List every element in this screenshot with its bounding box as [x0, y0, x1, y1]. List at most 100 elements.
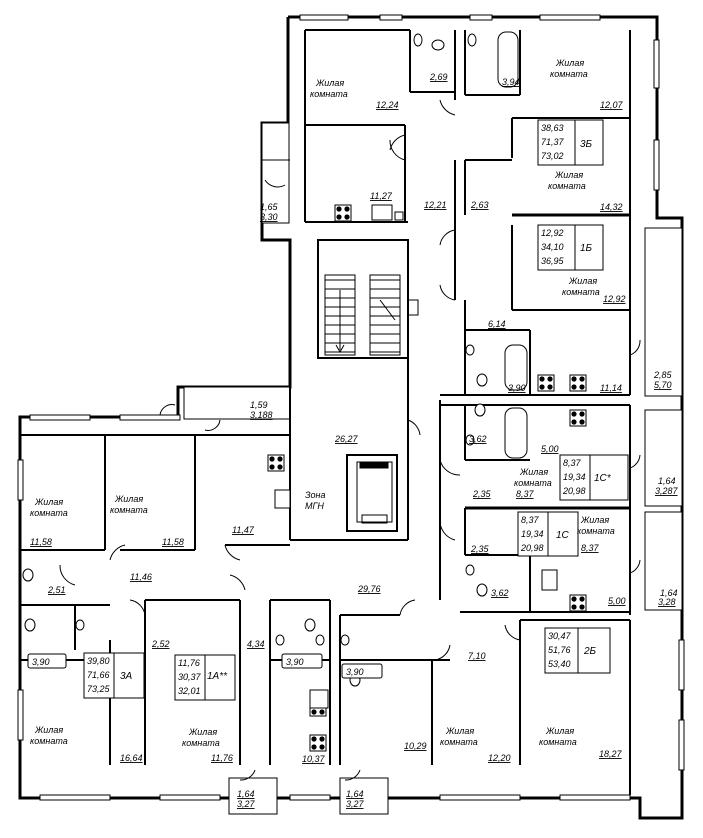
area-balcony: 3,27 — [346, 799, 365, 809]
area-balcony: 1,64 — [237, 789, 255, 799]
apartment-1c-star-box: 8,37 19,34 20,98 1С* — [559, 454, 629, 501]
apt-2b-line2: 51,76 — [548, 645, 571, 655]
stove-icon — [569, 409, 587, 427]
room-area: 12,24 — [376, 100, 399, 110]
apt-2b-line3: 53,40 — [548, 659, 571, 669]
exterior-walls — [17, 14, 685, 820]
apt-3a-code: 3А — [120, 671, 133, 682]
apt-1c-star-line3: 20,98 — [562, 486, 586, 496]
apt-1b-line1: 12,92 — [541, 228, 564, 238]
room-area: 16,64 — [120, 753, 143, 763]
apt-1c-star-code: 1С* — [594, 473, 612, 484]
area-kitchen: 5,00 — [541, 444, 559, 454]
apartment-3b-box: 38,63 71,37 73,02 3Б — [537, 119, 604, 166]
area-labels: 2,69 3,94 11,27 12,21 2,63 1,65 3,30 6,1… — [47, 72, 679, 809]
room-area: 10,29 — [404, 741, 427, 751]
apartment-1c-box: 8,37 19,34 20,98 1С — [517, 511, 579, 557]
area-hall: 3,62 — [469, 434, 487, 444]
apartment-boxes: 38,63 71,37 73,02 3Б 12,92 34,10 36,95 1… — [83, 119, 629, 701]
stove-icon — [569, 374, 587, 392]
fixtures — [22, 31, 587, 752]
area-balcony: 1,64 — [660, 588, 678, 598]
area-balcony: 1,59 — [250, 400, 268, 410]
area-balcony: 3,287 — [655, 486, 679, 496]
apt-1a-line1: 11,76 — [178, 658, 200, 668]
apt-1a-code: 1А** — [207, 671, 228, 682]
area-kitchen: 10,37 — [302, 754, 326, 764]
stove-icon — [309, 734, 327, 752]
area-bath: 3,94 — [502, 77, 520, 87]
apt-2b-code: 2Б — [583, 646, 597, 657]
area-kitchen: 11,47 — [232, 525, 255, 535]
room-area: 12,07 — [600, 100, 624, 110]
elevator — [356, 461, 393, 524]
stove-icon — [537, 374, 555, 392]
room-areas: 12,24 12,07 14,32 12,92 11,58 11,58 8,37… — [30, 100, 626, 763]
room-area: 18,27 — [599, 749, 623, 759]
apt-1b-code: 1Б — [580, 243, 593, 254]
area-balcony: 1,64 — [658, 476, 676, 486]
area-balcony: 3,28 — [658, 597, 676, 607]
apt-3a-line3: 73,25 — [87, 684, 111, 694]
area-bath-3-90d: 3,90 — [346, 667, 364, 677]
apartment-3a-box: 39,80 71,66 73,25 3А — [83, 652, 145, 699]
apt-1b-line2: 34,10 — [541, 242, 564, 252]
apt-1c-line1: 8,37 — [521, 515, 540, 525]
area-balcony: 3,188 — [250, 410, 273, 420]
staircase — [324, 274, 401, 356]
area-bath-3-90b: 3,90 — [32, 657, 50, 667]
stove-icon — [569, 594, 587, 612]
apt-1c-star-line1: 8,37 — [563, 458, 582, 468]
area-bath: 2,51 — [47, 585, 66, 595]
area-bath-3-90c: 3,90 — [286, 657, 304, 667]
apt-3b-line1: 38,63 — [541, 123, 564, 133]
apartment-1a-box: 11,76 30,37 32,01 1А** — [174, 654, 236, 701]
apt-3b-line3: 73,02 — [541, 151, 564, 161]
room-area: 8,37 — [581, 543, 600, 553]
area-balcony: 1,64 — [346, 789, 364, 799]
apt-1c-line2: 19,34 — [521, 529, 544, 539]
apt-1c-code: 1С — [556, 530, 570, 541]
apt-3b-line2: 71,37 — [541, 137, 565, 147]
area-balcony: 1,65 — [260, 202, 279, 212]
area-bath: 3,62 — [491, 588, 509, 598]
boxed-area-labels: 3,90 3,90 3,90 — [27, 653, 383, 679]
room-area: 8,37 — [516, 489, 535, 499]
area-hall: 2,52 — [151, 639, 170, 649]
room-area: 11,76 — [211, 753, 233, 763]
area-hall: 12,21 — [424, 200, 447, 210]
apt-1c-star-line2: 19,34 — [563, 472, 586, 482]
apartment-1b-box: 12,92 34,10 36,95 1Б — [537, 224, 604, 271]
room-area: 11,58 — [162, 537, 184, 547]
area-lobby: 26,27 — [334, 434, 359, 444]
doors — [59, 99, 641, 781]
area-hall: 7,10 — [468, 651, 486, 661]
apt-1c-line3: 20,98 — [520, 543, 544, 553]
area-balcony: 3,30 — [260, 212, 278, 222]
apt-1b-line3: 36,95 — [541, 256, 565, 266]
area-balcony: 2,85 — [653, 370, 673, 380]
area-balcony: 3,27 — [237, 799, 256, 809]
area-hall: 4,34 — [247, 639, 265, 649]
apt-2b-line1: 30,47 — [548, 631, 572, 641]
apt-3b-code: 3Б — [580, 139, 593, 150]
room-area: 12,92 — [603, 294, 626, 304]
area-bath: 3,90 — [508, 383, 526, 393]
area-hall: 11,46 — [130, 572, 152, 582]
area-hall: 6,14 — [488, 319, 506, 329]
apt-3a-line1: 39,80 — [87, 656, 110, 666]
